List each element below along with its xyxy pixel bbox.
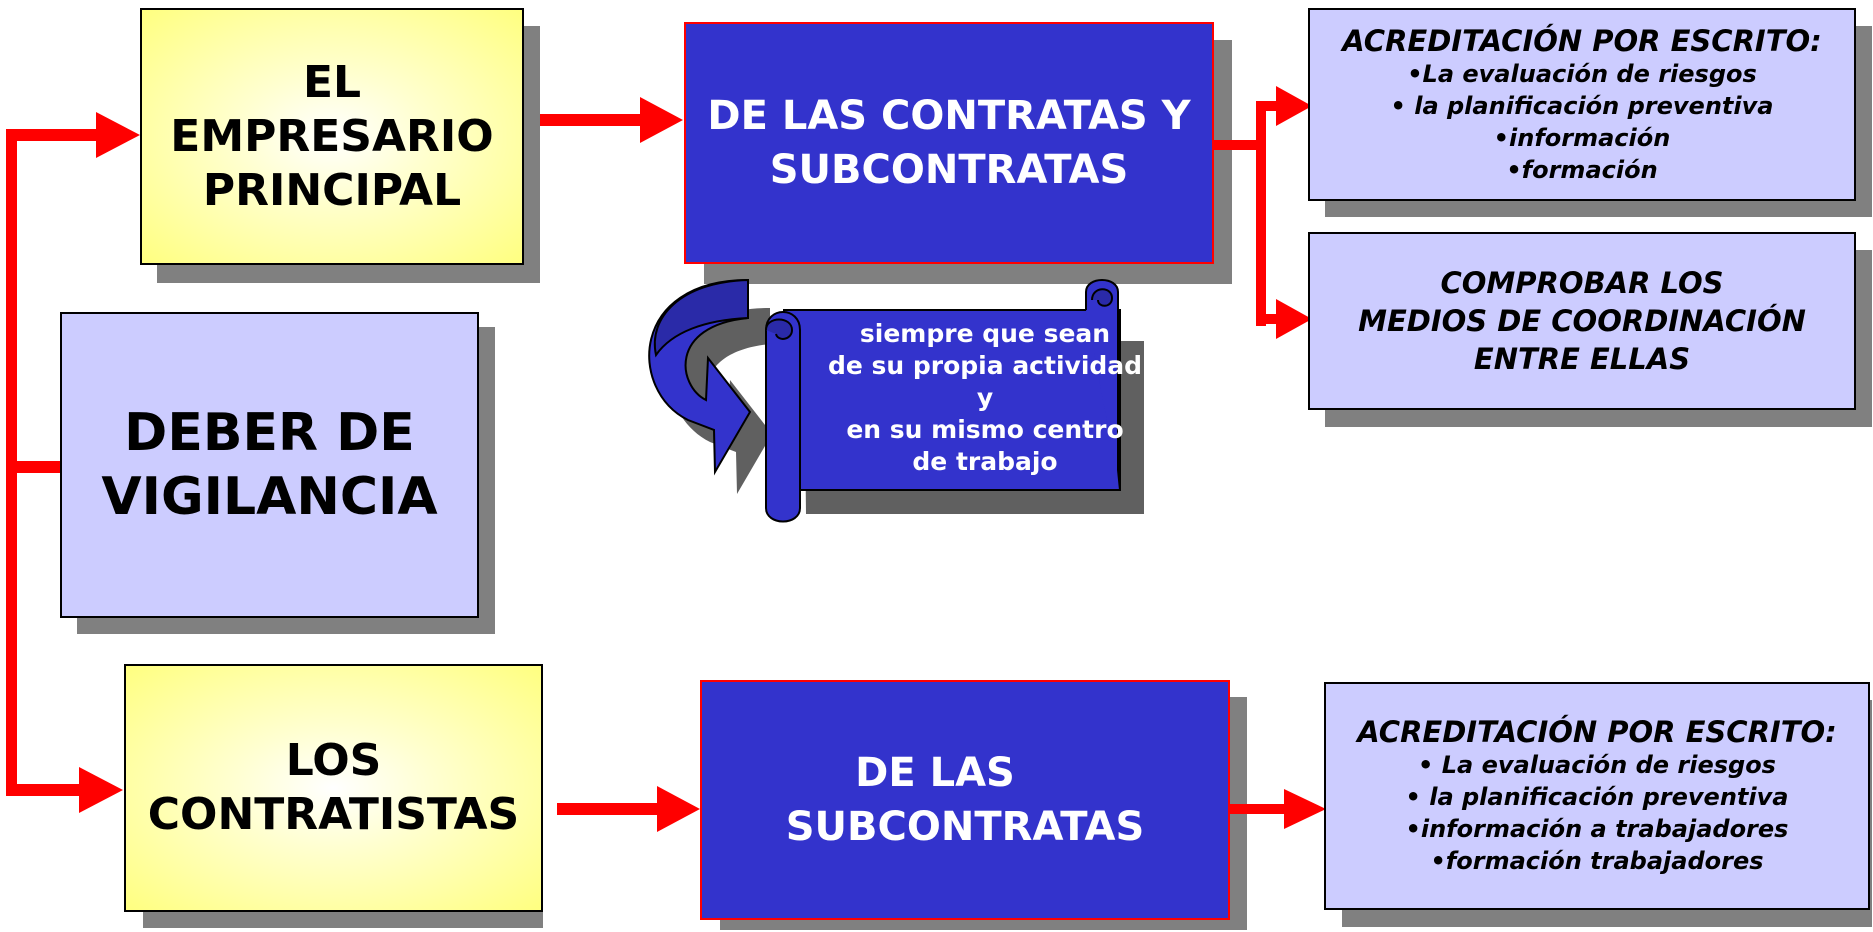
deber-line-1: DEBER DE [124, 403, 415, 463]
line-subcontratas-acreditacion [1230, 804, 1292, 814]
arrow-to-contratistas [79, 767, 123, 813]
scroll-line-2: de su propia actividad [827, 351, 1143, 380]
branch-vertical [1256, 104, 1266, 326]
arrow-to-empresario [96, 112, 140, 158]
scroll-line-4: en su mismo centro [846, 415, 1124, 444]
empresario-principal-box: EL EMPRESARIO PRINCIPAL [140, 8, 524, 265]
branch-bottom [1256, 314, 1286, 324]
arrow-to-acreditacion-2 [1284, 789, 1326, 829]
bus-bottom-line [6, 784, 91, 796]
arrow-to-subcontratas [657, 786, 700, 832]
acreditacion-2-item: • la planificación preventiva [1405, 783, 1789, 811]
contratistas-line-2: CONTRATISTAS [147, 789, 520, 840]
bus-middle-line [6, 461, 62, 473]
empresario-line-3: PRINCIPAL [202, 164, 462, 216]
acreditacion-box-2: ACREDITACIÓN POR ESCRITO: • La evaluació… [1324, 682, 1870, 910]
arrow-to-acreditacion-1 [1276, 86, 1312, 126]
line-empresario-contratas [540, 114, 650, 126]
empresario-line-2: EMPRESARIO [170, 110, 494, 162]
bus-top-line [6, 129, 106, 141]
empresario-line-1: EL [302, 56, 362, 108]
scroll-text: siempre que sean de su propia actividad … [790, 318, 1180, 478]
acreditacion-2-item: •información a trabajadores [1405, 815, 1789, 843]
comprobar-line-1: COMPROBAR LOS [1440, 266, 1724, 300]
line-contratistas-subcontratas [557, 803, 667, 815]
acreditacion-1-item: •información [1493, 123, 1671, 152]
contratas-box: DE LAS CONTRATAS Y SUBCONTRATAS [684, 22, 1214, 264]
scroll-line-1: siempre que sean [859, 319, 1111, 348]
arrow-to-contratas [640, 97, 683, 143]
contratas-line-2: SUBCONTRATAS [769, 147, 1129, 193]
acreditacion-box-1: ACREDITACIÓN POR ESCRITO: •La evaluación… [1308, 8, 1856, 201]
contratas-line-1: DE LAS CONTRATAS Y [707, 93, 1191, 139]
comprobar-line-3: ENTRE ELLAS [1473, 342, 1691, 376]
curved-arrow-icon [648, 278, 772, 494]
comprobar-line-2: MEDIOS DE COORDINACIÓN [1358, 304, 1806, 338]
scroll-line-3: y [976, 383, 994, 412]
subcontratas-line-1: DE LAS [855, 750, 1015, 796]
scroll-shape [765, 279, 1144, 523]
deber-vigilancia-box: DEBER DE VIGILANCIA [60, 312, 479, 618]
contratistas-box: LOS CONTRATISTAS [124, 664, 543, 912]
acreditacion-1-item: •La evaluación de riesgos [1407, 59, 1757, 88]
subcontratas-line-2: SUBCONTRATAS [785, 804, 1145, 850]
scroll-line-5: de trabajo [912, 447, 1058, 476]
acreditacion-1-item: • la planificación preventiva [1390, 91, 1774, 120]
deber-line-2: VIGILANCIA [101, 467, 438, 527]
acreditacion-1-heading: ACREDITACIÓN POR ESCRITO: [1342, 23, 1822, 58]
acreditacion-2-item: • La evaluación de riesgos [1418, 751, 1776, 779]
line-contratas-branch [1214, 140, 1264, 150]
acreditacion-1-item: •formación [1506, 155, 1658, 184]
subcontratas-box: DE LAS SUBCONTRATAS [700, 680, 1230, 920]
acreditacion-2-heading: ACREDITACIÓN POR ESCRITO: [1357, 715, 1837, 749]
branch-top [1256, 101, 1286, 111]
contratistas-line-1: LOS [285, 735, 382, 786]
acreditacion-2-item: •formación trabajadores [1430, 847, 1764, 875]
arrow-to-comprobar [1276, 299, 1312, 339]
comprobar-box: COMPROBAR LOS MEDIOS DE COORDINACIÓN ENT… [1308, 232, 1856, 410]
